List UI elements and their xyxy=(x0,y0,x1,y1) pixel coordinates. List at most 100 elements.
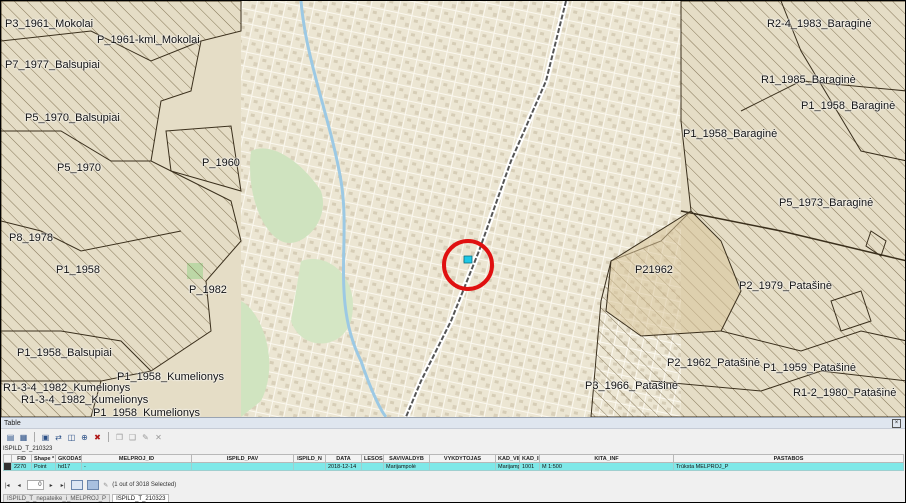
row-selector[interactable] xyxy=(3,462,12,471)
zone-left xyxy=(1,1,242,417)
related-tables-icon[interactable]: ▦ xyxy=(19,432,28,442)
toolbar-separator xyxy=(34,432,35,442)
row-selector-header[interactable] xyxy=(3,454,12,463)
zone-boundary xyxy=(740,80,905,112)
paste-icon[interactable]: ❑ xyxy=(128,432,137,442)
copy-icon[interactable]: ❐ xyxy=(115,432,124,442)
tab-ispild-t-nepateike[interactable]: ISPILD_T_nepateike_i_MELPROJ_P xyxy=(3,494,111,502)
map-label: R1-3-4_1982_Kumelionys xyxy=(3,382,131,394)
table-cell[interactable]: 1001 xyxy=(519,462,540,471)
column-header[interactable]: KAD_VIE xyxy=(495,454,520,463)
clear-selection-icon[interactable]: ◫ xyxy=(67,432,76,442)
table-panel-title: Table xyxy=(4,420,21,427)
close-icon[interactable]: × xyxy=(892,419,901,428)
first-record-button[interactable]: |◂ xyxy=(5,482,10,489)
show-all-records-button[interactable] xyxy=(71,480,84,490)
table-cell[interactable]: Marijampolė xyxy=(383,462,430,471)
close-table-icon[interactable]: ✕ xyxy=(155,432,162,442)
river xyxy=(299,1,388,417)
map-label: P1_1958_Baraginė xyxy=(683,128,778,140)
map-label: R1-2_1980_Patašinė xyxy=(793,387,897,399)
map-label: P2_1979_Patašinė xyxy=(739,280,832,292)
map-label: P1_1959_Patašinė xyxy=(763,362,856,374)
railway xyxy=(405,1,567,417)
tab-ispild-t-210323[interactable]: ISPILD_T_210323 xyxy=(112,494,170,502)
column-header[interactable]: GKODAS xyxy=(55,454,82,463)
column-header[interactable]: PASTABOS xyxy=(673,454,904,463)
map-label: R1-3-4_1982_Kumelionys xyxy=(21,394,149,406)
map-canvas[interactable] xyxy=(1,1,906,417)
map-label: P1_1958_Kumelionys xyxy=(93,407,201,417)
edit-icon[interactable]: ✎ xyxy=(142,432,149,442)
zone-boundary xyxy=(680,210,905,262)
table-options-icon[interactable]: ▤ xyxy=(6,432,15,442)
table-navigation-bar: |◂ ◂ 0 ▸ ▸| ✎ (1 out of 3018 Selected) xyxy=(3,479,176,491)
zone-p1960 xyxy=(165,125,242,192)
table-cell[interactable]: 2270 xyxy=(11,462,32,471)
select-by-attributes-icon[interactable]: ▣ xyxy=(41,432,50,442)
map-label: P_1982 xyxy=(189,284,227,296)
park-area xyxy=(241,301,270,417)
map-view[interactable]: P3_1961_Mokolai P_1961-kml_Mokolai P7_19… xyxy=(1,1,906,417)
selected-point xyxy=(463,255,473,264)
current-record-input[interactable]: 0 xyxy=(26,480,44,490)
toolbar-separator xyxy=(108,432,109,442)
map-label: P21962 xyxy=(635,264,673,276)
table-cell[interactable]: 2018-12-14 xyxy=(325,462,362,471)
map-label: P_1961-kml_Mokolai xyxy=(97,34,200,46)
table-cell[interactable]: Marijampol xyxy=(495,462,520,471)
zone-p21962 xyxy=(605,210,742,337)
map-label: P3_1961_Mokolai xyxy=(5,18,94,30)
table-title-bar: Table × xyxy=(1,418,905,429)
zone-boundary xyxy=(1,220,182,252)
table-cell[interactable]: Trūksta MELPROJ_P xyxy=(673,462,904,471)
column-header[interactable]: FID xyxy=(11,454,32,463)
switch-selection-icon[interactable]: ⇄ xyxy=(55,432,62,442)
column-header[interactable]: SAVIVALDYB xyxy=(383,454,430,463)
table-row[interactable]: 2270 Point hd17 - 2018-12-14 Marijampolė… xyxy=(3,462,904,471)
table-cell[interactable] xyxy=(191,462,294,471)
table-layer-name: ISPILD_T_210323 xyxy=(3,446,53,452)
zone-boundary xyxy=(830,290,872,332)
table-header-row: FID Shape * GKODAS MELPROJ_ID ISPILD_PAV… xyxy=(3,454,904,463)
map-label: P5_1970_Balsupiai xyxy=(25,112,120,124)
table-cell[interactable]: - xyxy=(81,462,192,471)
pencil-icon: ✎ xyxy=(103,482,109,489)
table-cell[interactable] xyxy=(293,462,326,471)
table-cell[interactable] xyxy=(429,462,496,471)
map-label: P7_1977_Balsupiai xyxy=(5,59,100,71)
column-header[interactable]: KITA_INF xyxy=(539,454,674,463)
zone-boundary xyxy=(720,330,905,352)
map-label: P5_1970 xyxy=(57,162,102,174)
column-header[interactable]: MELPROJ_ID xyxy=(81,454,192,463)
column-header[interactable]: ISPILD_PAV xyxy=(191,454,294,463)
attribute-table-panel: Table × ▤ ▦ ▣ ⇄ ◫ ⊕ ✖ ❐ ❑ ✎ ✕ ISPILD_T_2… xyxy=(1,417,905,502)
map-label: P3_1966_Patašinė xyxy=(585,380,678,392)
column-header[interactable]: KAD_ID xyxy=(519,454,540,463)
column-header[interactable]: DATA xyxy=(325,454,362,463)
map-label: P8_1978 xyxy=(9,232,54,244)
next-record-button[interactable]: ▸ xyxy=(49,482,53,489)
zone-boundary xyxy=(1,330,152,372)
column-header[interactable]: ISPILD_N xyxy=(293,454,326,463)
delete-selected-icon[interactable]: ✖ xyxy=(94,432,101,442)
previous-record-button[interactable]: ◂ xyxy=(17,482,21,489)
map-label: P1_1958_Baraginė xyxy=(801,100,896,112)
table-cell[interactable] xyxy=(361,462,384,471)
column-header[interactable]: LESOS xyxy=(361,454,384,463)
show-selected-records-button[interactable] xyxy=(87,480,100,490)
park-area xyxy=(291,259,353,344)
table-cell[interactable]: M 1:500 xyxy=(539,462,674,471)
map-label: P1_1958_Balsupiai xyxy=(17,347,112,359)
zone-boundary xyxy=(865,230,887,257)
column-header[interactable]: Shape * xyxy=(31,454,56,463)
table-toolbar: ▤ ▦ ▣ ⇄ ◫ ⊕ ✖ ❐ ❑ ✎ ✕ xyxy=(1,430,905,444)
map-label: P2_1962_Patašinė xyxy=(667,357,760,369)
table-cell[interactable]: hd17 xyxy=(55,462,82,471)
last-record-button[interactable]: ▸| xyxy=(60,482,66,489)
table-cell[interactable]: Point xyxy=(31,462,56,471)
map-label: R1_1985_Baraginė xyxy=(761,74,856,86)
column-header[interactable]: VYKDYTOJAS xyxy=(429,454,496,463)
zoom-to-selected-icon[interactable]: ⊕ xyxy=(81,432,88,442)
